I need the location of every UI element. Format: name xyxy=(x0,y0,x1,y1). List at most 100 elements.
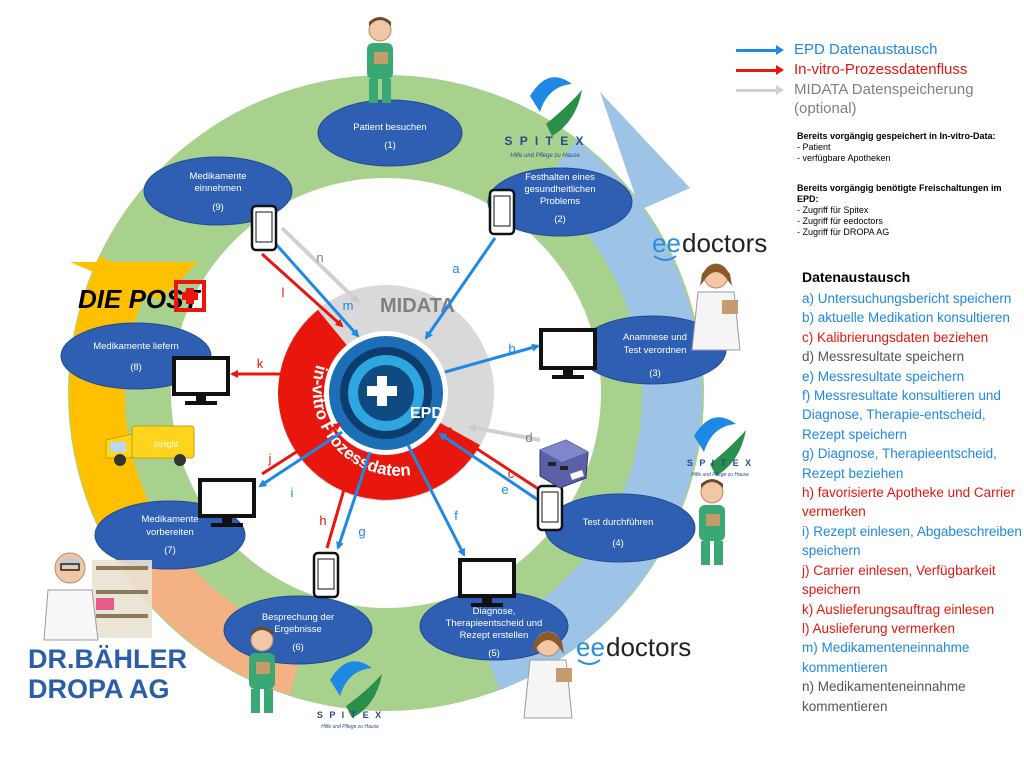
spitex-logo: S P I T E X Hilfe und Pflege zu Hause xyxy=(504,77,585,159)
datenaustausch-title: Datenaustausch xyxy=(802,269,911,285)
datenaustausch-item: i) Rezept einlesen, Abgabeschreiben spei… xyxy=(802,523,1022,559)
dropa-line-1: DR.BÄHLER xyxy=(28,644,187,674)
arrow-b xyxy=(444,343,540,374)
step-6-number: (6) xyxy=(292,642,304,653)
smartphone-icon xyxy=(536,484,564,532)
datenaustausch-item: b) aktuelle Medikation konsultieren xyxy=(802,310,1010,326)
eedoctors-prefix: ee xyxy=(576,632,605,662)
datenaustausch-item: l) Auslieferung vermerken xyxy=(802,620,956,636)
notes-saved: Bereits vorgängig gespeichert in In-vitr… xyxy=(797,131,1022,164)
letter-c: c xyxy=(508,466,515,481)
datenaustausch-item: j) Carrier einlesen, Verfügbarkeit speic… xyxy=(802,562,996,598)
spitex-logo: S P I T E X Hilfe und Pflege zu Hause xyxy=(687,417,753,478)
pharmacist-figure xyxy=(43,552,152,641)
nurse-figure xyxy=(367,17,393,103)
letter-e: e xyxy=(501,482,508,497)
smartphone-icon xyxy=(312,551,340,599)
step-3-number: (3) xyxy=(649,368,661,379)
dropa-line-2: DROPA AG xyxy=(28,674,170,704)
arrow-i xyxy=(258,430,343,488)
arrow-g xyxy=(336,451,372,550)
step-2-number: (2) xyxy=(554,214,566,225)
arrow-h xyxy=(325,460,355,549)
notes-saved-item: - verfügbare Apotheken xyxy=(797,153,891,163)
eedoctors-name: doctors xyxy=(606,632,691,662)
letter-l: l xyxy=(282,285,285,300)
epd-cross-h xyxy=(367,386,397,396)
notes-saved-item: - Patient xyxy=(797,142,831,152)
monitor-icon xyxy=(172,356,230,405)
letter-b: b xyxy=(508,341,515,356)
letter-a: a xyxy=(452,261,460,276)
legend-midata-label: MIDATA Datenspeicherung xyxy=(794,81,974,98)
datenaustausch-item: c) Kalibrierungsdaten beziehen xyxy=(802,329,989,345)
die-post-logo: DIE POST xyxy=(78,280,206,314)
datenaustausch-item: e) Messresultate speichern xyxy=(802,368,965,384)
datenaustausch-item: f) Messresultate konsultieren und Diagno… xyxy=(802,388,1001,442)
epd-label: EPD xyxy=(410,405,443,422)
datenaustausch-item: a) Untersuchungsbericht speichern xyxy=(802,291,1012,306)
step-2[interactable]: Festhalten eines gesundheitlichen Proble… xyxy=(487,167,633,237)
process-steps: Patient besuchen (1) Festhalten eines ge… xyxy=(60,99,727,665)
legend-invitro-label: In-vitro-Prozessdatenfluss xyxy=(794,61,968,78)
step-3-line-2: Test verordnen xyxy=(624,345,687,356)
datenaustausch-item: n) Medikamenteneinnahme kommentieren xyxy=(802,679,966,714)
step-7-number: (7) xyxy=(164,545,176,556)
datenaustausch-item: g) Diagnose, Therapieentscheid, Rezept b… xyxy=(802,446,997,481)
letter-d: d xyxy=(525,430,532,445)
post-arrow-head xyxy=(70,262,198,300)
smartphone-icon xyxy=(488,188,516,236)
arrow-n xyxy=(280,226,360,304)
notes-needed-item: - Zugriff für eedoctors xyxy=(797,216,883,226)
step-5-number: (5) xyxy=(488,648,500,659)
step-4[interactable]: Test durchführen (4) xyxy=(544,493,696,563)
datenaustausch-item: d) Messresultate speichern xyxy=(802,349,965,365)
spitex-name: S P I T E X xyxy=(687,458,753,468)
datenaustausch-item: h) favorisierte Apotheke und Carrier ver… xyxy=(802,485,1016,520)
step-9-line-1: Medikamente xyxy=(189,171,246,182)
eedoctors-name: doctors xyxy=(682,228,767,258)
nurse-figure xyxy=(699,479,725,565)
step-6[interactable]: Besprechung der Ergebnisse (6) xyxy=(223,595,373,665)
van-label: Innight xyxy=(154,440,179,449)
eedoctors-logo: ee doctors xyxy=(652,228,767,261)
step-1-line-1: Patient besuchen xyxy=(353,122,426,133)
center-hub: EPD MIDATA in-vitro Prozessdaten xyxy=(278,285,494,501)
step-5-line-3: Rezept erstellen xyxy=(460,630,529,641)
doctor-figure xyxy=(691,263,741,351)
step-3[interactable]: Anamnese und Test verordnen (3) xyxy=(577,315,727,385)
letter-j: j xyxy=(268,451,272,466)
smartphone-icon xyxy=(250,204,278,252)
letter-n: n xyxy=(316,250,323,265)
eedoctors-prefix: ee xyxy=(652,228,681,258)
step-2-line-1: Festhalten eines xyxy=(525,172,595,183)
notes-saved-title: Bereits vorgängig gespeichert in In-vitr… xyxy=(797,131,996,141)
step-1-number: (1) xyxy=(384,140,396,151)
arrow-letters: a b c d e f g h i j k l m n xyxy=(257,250,533,539)
arrow-e xyxy=(438,432,539,502)
step-9-line-2: einnehmen xyxy=(194,183,241,194)
legend-midata: MIDATA Datenspeicherung xyxy=(736,80,1016,100)
step-2-line-2: gesundheitlichen xyxy=(524,184,595,195)
notes-needed-item: - Zugriff für Spitex xyxy=(797,205,869,215)
devices xyxy=(172,188,597,607)
step-8-line-1: Medikamente liefern xyxy=(93,341,179,352)
letter-g: g xyxy=(358,524,365,539)
spitex-name: S P I T E X xyxy=(504,134,585,148)
step-5-line-1: Diagnose, xyxy=(473,606,516,617)
step-1[interactable]: Patient besuchen (1) xyxy=(317,99,463,167)
step-5[interactable]: Diagnose, Therapieentscheid und Rezept e… xyxy=(419,591,569,661)
data-flow-arrows xyxy=(230,226,541,557)
monitor-icon xyxy=(198,478,256,527)
grey-arrow-icon xyxy=(736,85,784,95)
step-6-line-1: Besprechung der xyxy=(262,612,334,623)
notes-needed-item: - Zugriff für DROPA AG xyxy=(797,227,890,237)
blue-arrow-icon xyxy=(736,45,784,55)
red-arrow-icon xyxy=(736,65,784,75)
step-2-line-3: Problems xyxy=(540,196,580,207)
letter-k: k xyxy=(257,356,264,371)
test-device-icon xyxy=(539,439,589,489)
step-7-line-2: vorbereiten xyxy=(146,527,194,538)
midata-label: MIDATA xyxy=(380,295,455,317)
